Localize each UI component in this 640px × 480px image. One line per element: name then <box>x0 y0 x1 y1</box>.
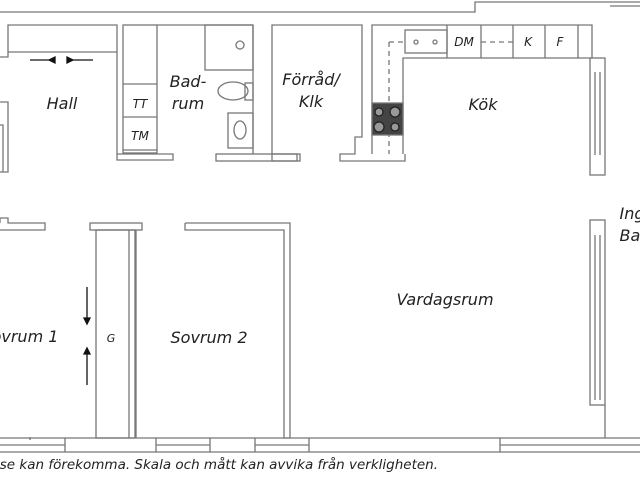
fixture-label-g: G <box>106 332 116 345</box>
room-label-badrum: Bad-rum <box>170 71 207 115</box>
outer-wall-bottom <box>0 437 640 453</box>
shower <box>204 24 254 71</box>
storage-wall <box>271 24 406 162</box>
fixture-label-dm: DM <box>454 35 474 49</box>
room-label-forrad-line1: Förråd/ <box>282 70 340 89</box>
fixture-label-f: F <box>556 35 564 49</box>
room-label-badrum-line2: rum <box>171 94 205 113</box>
fixture-label-k: K <box>524 35 532 49</box>
room-label-entry: IngBa <box>619 203 640 247</box>
room-label-sovrum1: ovrum 1 <box>0 327 59 346</box>
kitchen-sink-icon <box>404 29 448 54</box>
outer-wall-top <box>0 1 640 13</box>
room-label-forrad-line2: Klk <box>298 92 324 111</box>
room-label-entry-line2: Ba <box>619 226 640 245</box>
shower-head-icon <box>235 40 245 50</box>
room-label-forrad: Förråd/Klk <box>282 69 340 113</box>
room-label-kok: Kök <box>468 95 498 114</box>
living-room-window <box>589 219 606 406</box>
room-label-entry-line1: Ing <box>619 204 640 223</box>
fixture-label-tm: TM <box>131 129 149 143</box>
door-arrows-g <box>82 287 92 385</box>
sink-icon <box>227 112 254 149</box>
room-label-sovrum2: Sovrum 2 <box>170 328 248 347</box>
room-label-vardagsrum: Vardagsrum <box>396 290 494 309</box>
door-arrows-hall <box>30 55 93 65</box>
cabinet-column <box>122 24 158 154</box>
fixture-label-tt: TT <box>132 97 148 111</box>
room-label-badrum-line1: Bad- <box>169 72 207 91</box>
toilet-icon <box>217 81 249 101</box>
kitchen-counter <box>371 24 593 154</box>
footer-disclaimer: lse kan förekomma. Skala och mått kan av… <box>0 457 439 473</box>
room-label-hall: Hall <box>46 94 78 113</box>
kitchen-window <box>589 57 606 176</box>
